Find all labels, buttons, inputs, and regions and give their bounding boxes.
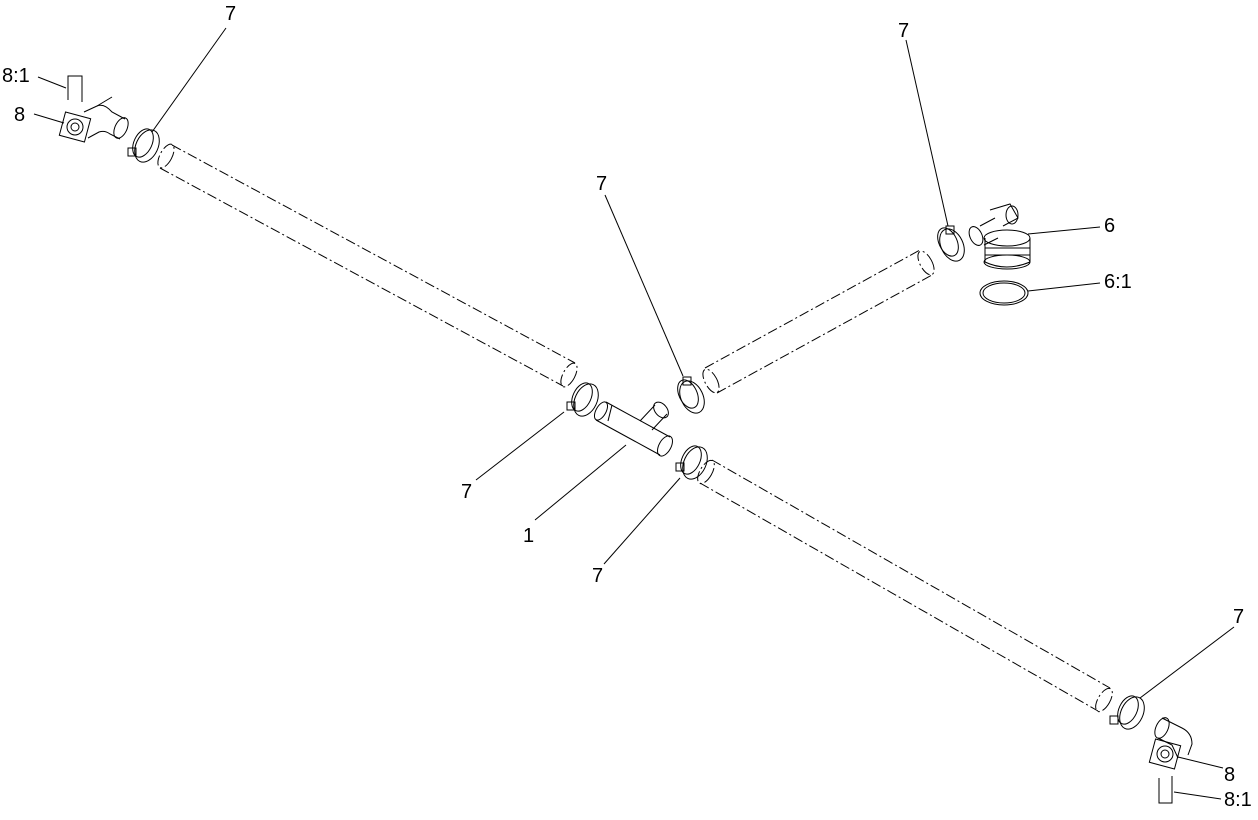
callout-8-top-left: 8	[14, 104, 26, 126]
callout-6: 6	[1104, 215, 1116, 237]
callout-7-bottom: 7	[592, 565, 604, 587]
hose-upper-left	[157, 143, 578, 388]
tee-fitting	[593, 401, 673, 457]
retaining-clip-top-left	[67, 75, 83, 102]
retaining-clip-bottom-right	[1158, 776, 1173, 804]
hose-clamp-top-left	[127, 128, 160, 163]
callout-7-left: 7	[461, 481, 473, 503]
callout-7-top-right: 7	[898, 20, 910, 42]
callout-1: 1	[523, 525, 535, 547]
hose-clamp-center-top	[677, 376, 705, 414]
elbow-coupler-bottom-right	[1148, 717, 1193, 770]
callout-7-center: 7	[596, 173, 608, 195]
hose-clamp-bottom-right	[1109, 695, 1145, 730]
callout-7-top-left: 7	[225, 3, 237, 25]
leader-lines	[33, 27, 1235, 800]
callout-7-bottom-right: 7	[1233, 606, 1245, 628]
hose-upper-right	[702, 249, 935, 394]
o-ring	[979, 280, 1029, 306]
callout-8-1-top-left: 8:1	[2, 65, 30, 87]
hose-lower-right	[697, 459, 1113, 713]
hose-clamp-center-left	[566, 382, 599, 417]
callout-8-1-bottom-right: 8:1	[1224, 789, 1252, 811]
callout-8-bottom-right: 8	[1224, 764, 1236, 786]
adapter-fitting	[968, 203, 1031, 270]
hose-clamp-center-right	[675, 445, 708, 480]
elbow-coupler-top-left	[58, 96, 129, 143]
callout-6-1: 6:1	[1104, 271, 1132, 293]
hose-clamp-top-right	[937, 225, 965, 262]
